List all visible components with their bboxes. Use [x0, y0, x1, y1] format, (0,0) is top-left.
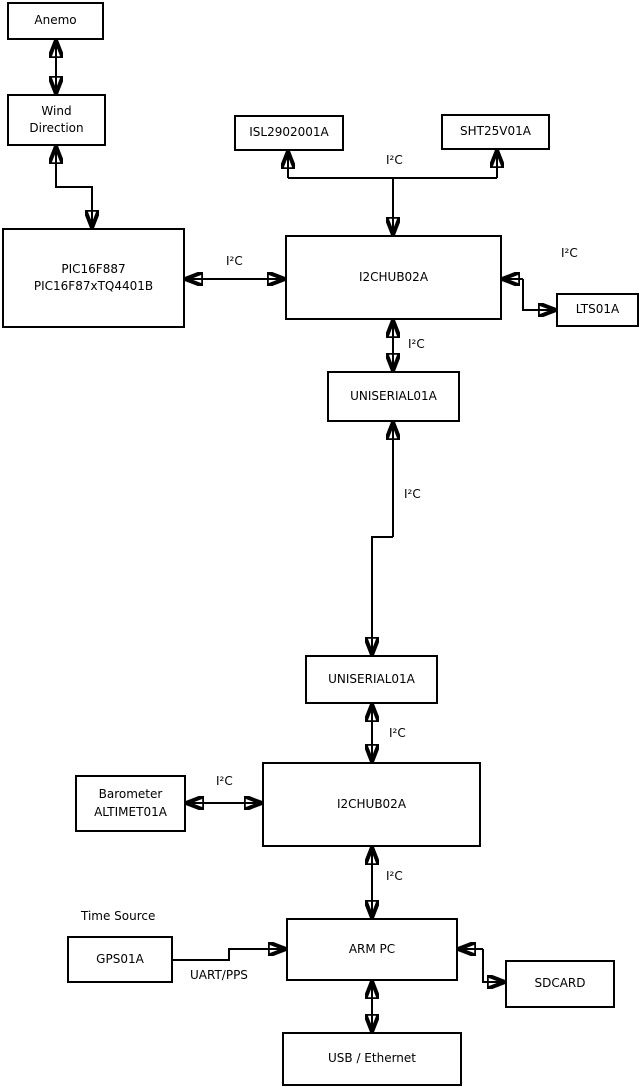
node-pic16f887-line2: PIC16F87xTQ4401B: [33, 279, 154, 293]
edge-label-i2c-uni-link: I²C: [404, 487, 421, 501]
node-usb-ethernet-label: USB / Ethernet: [328, 1051, 416, 1066]
node-i2chub02a-2: I2CHUB02A: [262, 762, 481, 847]
node-pic16f887-line1: PIC16F887: [61, 261, 126, 276]
edge-link-down-uni2: [372, 536, 393, 654]
node-isl2902001a-label: ISL2902001A: [249, 125, 329, 140]
node-arm-pc: ARM PC: [286, 918, 458, 981]
node-isl2902001a: ISL2902001A: [234, 115, 344, 151]
node-barometer-altimet01a: Barometer ALTIMET01A: [75, 775, 186, 832]
node-wind-direction-line2: Direction: [29, 121, 84, 135]
node-sht25v01a: SHT25V01A: [441, 114, 550, 150]
node-i2chub02a-1-label: I2CHUB02A: [358, 269, 429, 284]
edge-label-i2c-pic-hub: I²C: [226, 254, 243, 268]
node-anemo: Anemo: [7, 2, 104, 40]
node-sdcard-label: SDCARD: [534, 976, 586, 991]
edge-hub1-out-to-lts: [522, 279, 555, 310]
node-i2chub02a-1: I2CHUB02A: [285, 235, 502, 320]
edge-label-i2c-uni2-hub2: I²C: [389, 726, 406, 740]
edge-wind-pic: [56, 147, 92, 227]
node-sdcard: SDCARD: [505, 960, 615, 1008]
edge-label-i2c-sensors: I²C: [386, 153, 403, 167]
node-anemo-label: Anemo: [34, 13, 77, 28]
edge-label-i2c-hub-uni1: I²C: [408, 337, 425, 351]
node-uniserial01a-2-label: UNISERIAL01A: [328, 671, 415, 686]
node-i2chub02a-2-label: I2CHUB02A: [336, 796, 407, 811]
node-lts01a: LTS01A: [556, 293, 639, 327]
node-gps01a-label: GPS01A: [96, 951, 144, 966]
edge-label-i2c-hub-lts: I²C: [561, 246, 578, 260]
node-pic16f887: PIC16F887 PIC16F87xTQ4401B: [2, 228, 185, 328]
edge-armpc-out-to-sdcard: [482, 949, 504, 982]
edge-label-i2c-baro-hub2: I²C: [216, 774, 233, 788]
node-uniserial01a-1: UNISERIAL01A: [327, 371, 460, 422]
node-uniserial01a-2: UNISERIAL01A: [305, 655, 438, 704]
node-wind-direction-line1: Wind: [41, 103, 72, 118]
node-arm-pc-label: ARM PC: [348, 941, 396, 956]
node-lts01a-label: LTS01A: [575, 302, 620, 317]
node-barometer-line2: ALTIMET01A: [94, 804, 167, 819]
edge-label-time-source: Time Source: [81, 909, 156, 923]
node-sht25v01a-label: SHT25V01A: [460, 124, 531, 139]
node-barometer-line1: Barometer: [98, 787, 163, 802]
edge-gps-armpc: [173, 949, 285, 961]
edge-label-i2c-hub2-arm: I²C: [386, 869, 403, 883]
edge-label-uart-pps: UART/PPS: [190, 968, 248, 982]
node-usb-ethernet: USB / Ethernet: [282, 1032, 462, 1086]
node-wind-direction: Wind Direction: [7, 94, 106, 146]
node-uniserial01a-1-label: UNISERIAL01A: [350, 388, 437, 403]
node-gps01a: GPS01A: [67, 936, 173, 983]
